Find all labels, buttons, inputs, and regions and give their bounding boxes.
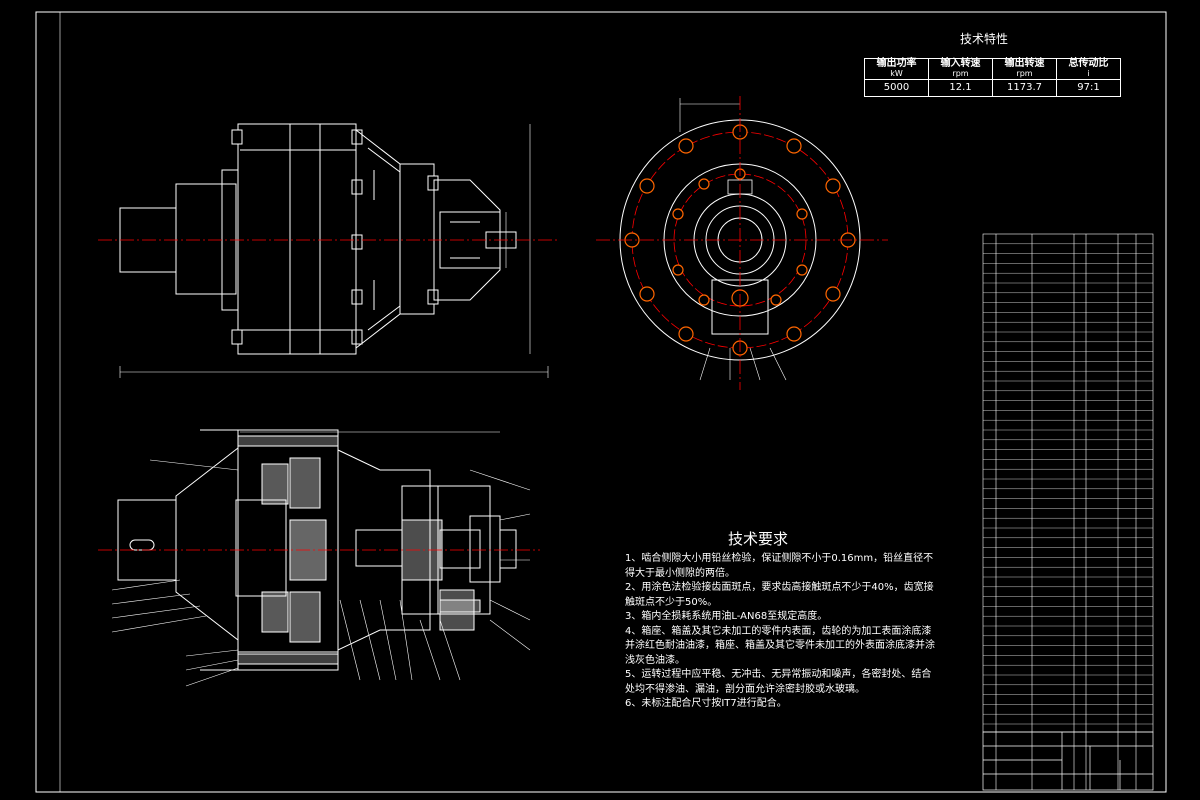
section-view — [111, 429, 531, 687]
requirements-title: 技术要求 — [728, 530, 789, 548]
requirement-item: 4、箱座、箱盖及其它未加工的零件内表面，齿轮的为加工表面涂底漆并涂红色耐油油漆，… — [625, 625, 935, 666]
title-block — [982, 731, 1154, 791]
requirement-item: 5、运转过程中应平稳、无冲击、无异常振动和噪声，各密封处、结合处均不得渗油、漏油… — [625, 669, 932, 695]
spec-value: 97:1 — [1056, 79, 1121, 97]
spec-value: 12.1 — [928, 79, 993, 97]
spec-value: 1173.7 — [992, 79, 1057, 97]
requirement-item: 6、未标注配合尺寸按IT7进行配合。 — [625, 698, 787, 709]
requirement-item: 2、用涂色法检验接齿面斑点，要求齿高接触斑点不少于40%，齿宽接触斑点不少于50… — [625, 582, 934, 608]
requirements-list: 1、啮合侧隙大小用铅丝检验，保证侧隙不小于0.16mm，铅丝直径不得大于最小侧隙… — [625, 552, 935, 712]
spec-value-row: 5000 12.1 1173.7 97:1 — [864, 79, 1121, 97]
front-view — [119, 123, 549, 378]
spec-value: 5000 — [864, 79, 929, 97]
requirement-item: 3、箱内全损耗系统用油L-AN68至规定高度。 — [625, 611, 828, 622]
spec-title: 技术特性 — [960, 32, 1009, 46]
bom-grid — [982, 233, 1154, 790]
requirement-item: 1、啮合侧隙大小用铅丝检验，保证侧隙不小于0.16mm，铅丝直径不得大于最小侧隙… — [625, 553, 934, 579]
